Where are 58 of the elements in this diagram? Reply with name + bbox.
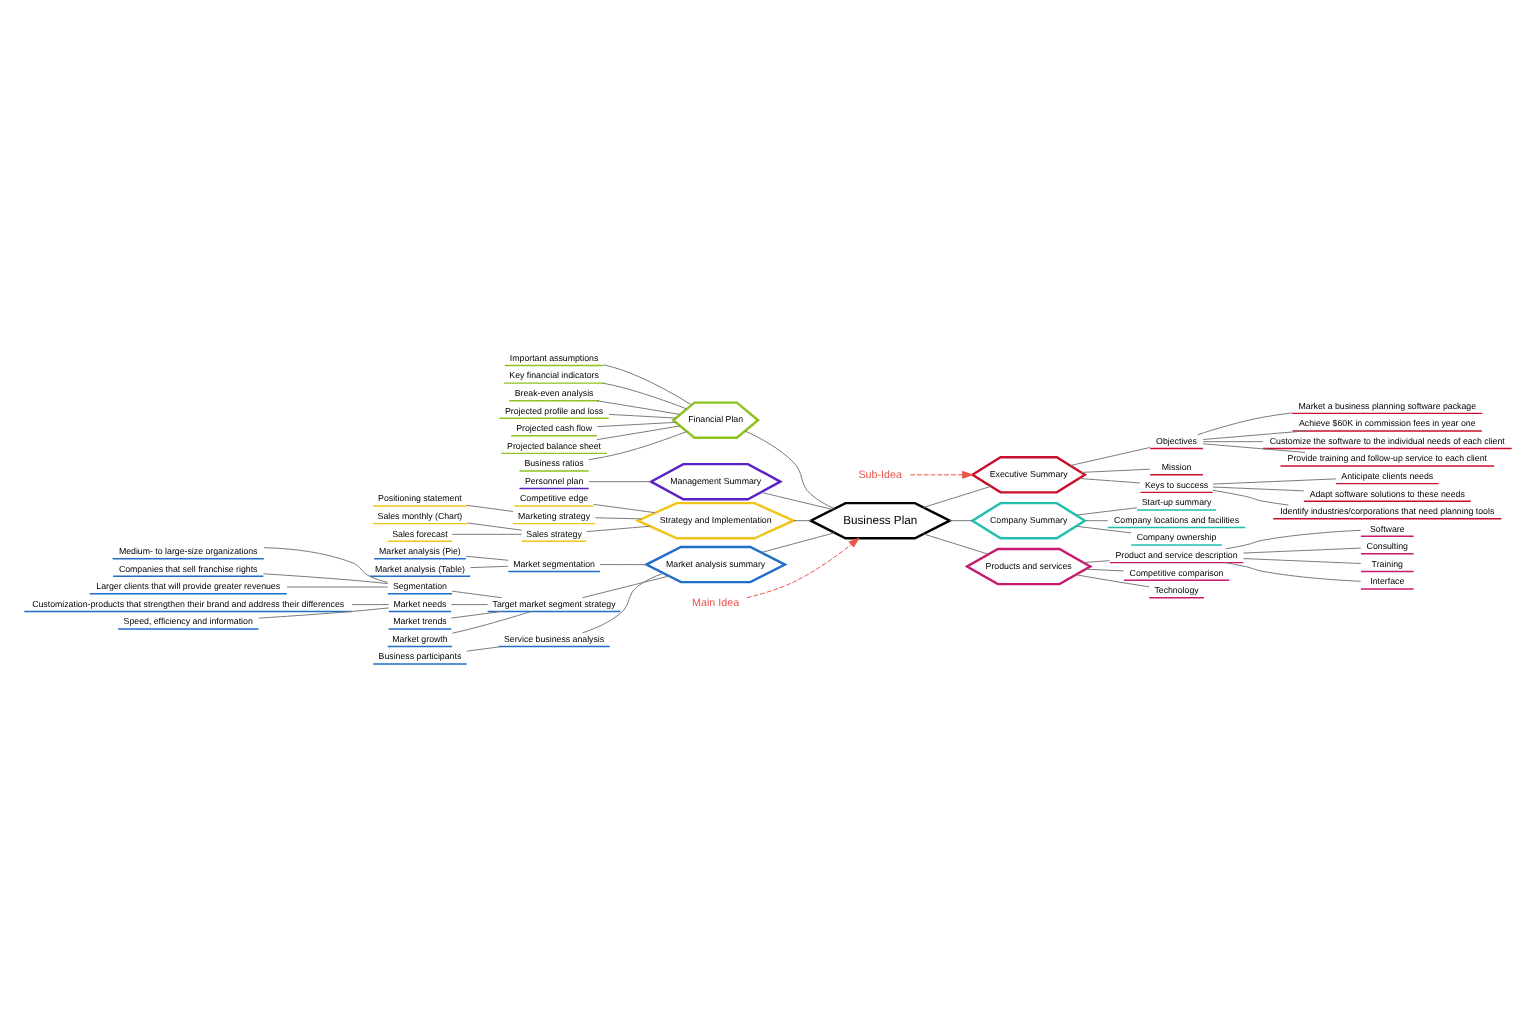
connector — [466, 646, 502, 652]
connector — [1069, 447, 1151, 467]
connector — [586, 525, 651, 533]
connector — [258, 607, 390, 619]
connector — [467, 522, 523, 531]
connector — [744, 430, 835, 510]
connector — [793, 520, 812, 522]
connector — [594, 517, 643, 520]
connector — [1202, 441, 1264, 443]
connector — [1085, 568, 1125, 572]
connector — [608, 413, 677, 419]
connector — [1212, 489, 1289, 506]
connector — [760, 491, 834, 510]
connector — [466, 504, 514, 512]
connector — [1084, 520, 1109, 522]
connector — [1078, 478, 1141, 484]
connector — [262, 573, 389, 585]
connector — [582, 575, 670, 599]
connector — [596, 421, 677, 428]
connector — [1075, 574, 1150, 588]
connector — [470, 565, 509, 569]
connector — [1243, 547, 1362, 554]
connector — [593, 503, 656, 514]
connector — [1083, 560, 1110, 564]
connector — [450, 610, 503, 619]
connector — [596, 400, 681, 415]
connector — [923, 533, 989, 555]
connector — [451, 533, 523, 535]
connector — [588, 481, 652, 483]
connector — [286, 586, 389, 588]
connector — [588, 431, 688, 461]
connector — [582, 572, 664, 634]
arrow — [909, 470, 973, 479]
connector — [603, 364, 692, 406]
connector — [451, 590, 503, 599]
connector — [1197, 412, 1293, 436]
connector — [1080, 468, 1151, 473]
connector — [1224, 529, 1362, 550]
connector — [1212, 486, 1305, 492]
arrow — [746, 537, 860, 599]
connector — [351, 604, 389, 606]
connector — [465, 555, 509, 561]
connector — [923, 485, 992, 508]
connector — [1075, 525, 1132, 534]
connector — [1075, 507, 1138, 516]
connector — [263, 547, 388, 583]
connector — [602, 382, 688, 410]
connector — [1224, 562, 1362, 582]
connector — [450, 604, 489, 606]
connector — [949, 520, 973, 522]
connector — [1243, 558, 1362, 564]
connector — [1202, 430, 1306, 440]
connector — [451, 610, 532, 634]
connector — [761, 532, 835, 553]
connector — [596, 425, 681, 441]
connector — [1212, 478, 1337, 485]
connector — [599, 564, 647, 566]
connector — [1202, 443, 1306, 453]
